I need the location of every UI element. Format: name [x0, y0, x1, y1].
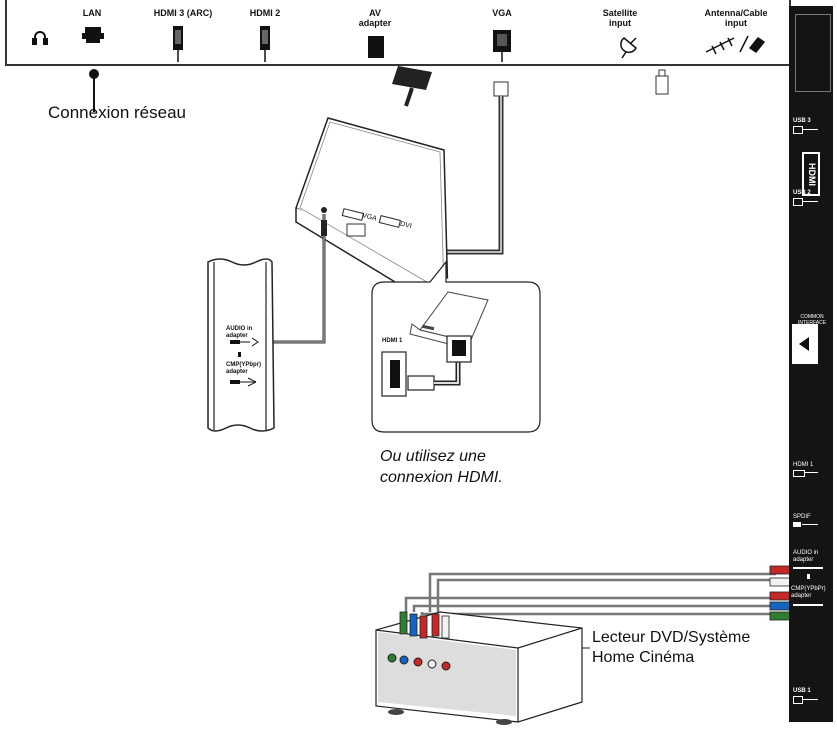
hdmi-port-icon	[260, 26, 270, 62]
usb2-label: USB 2	[793, 190, 811, 196]
antenna-plug	[655, 75, 669, 95]
laptop-audio-jack	[321, 207, 327, 213]
lan-label: LAN	[82, 8, 102, 18]
antenna-label-line1: Antenna/Cable	[704, 8, 768, 18]
hdmi-logo: HDMI	[802, 152, 820, 196]
laptop-dvi-port	[378, 215, 402, 228]
hdmi-inset	[371, 260, 541, 433]
common-interface-line2: INTERFACE	[797, 320, 827, 326]
component-cables	[404, 572, 776, 616]
av-port-icon	[368, 36, 384, 58]
av-label-line1: AV	[369, 8, 381, 18]
hdmi2-label: HDMI 2	[249, 8, 281, 18]
left-audio-label-line1: AUDIO in	[226, 326, 253, 332]
hdmi-note-line2: connexion HDMI.	[380, 469, 503, 486]
dvd-callout-line1: Lecteur DVD/Système	[592, 629, 751, 646]
laptop-vga-port	[341, 208, 365, 221]
dvd-rca-plugs	[399, 611, 450, 639]
common-interface-label: COMMON INTERFACE	[791, 314, 833, 326]
side-audio-label-line2: adapter	[793, 557, 814, 563]
hdmi-note: Ou utilisez une connexion HDMI.	[380, 446, 503, 488]
av-label-line2: adapter	[358, 18, 392, 28]
satellite-label-line1: Satellite	[602, 8, 638, 18]
hdmi1-label: HDMI 1	[793, 462, 814, 468]
side-panel-notice-box	[795, 14, 831, 92]
inset-hdmi-label: HDMI 1	[382, 338, 403, 344]
satellite-label-line2: input	[609, 18, 631, 28]
dvd-callout: Lecteur DVD/Système Home Cinéma	[592, 628, 750, 668]
vga-label: VGA	[492, 8, 512, 18]
left-cmp-label: CMP(YPbpr) adapter	[226, 362, 268, 376]
tv-top-connector-strip	[5, 0, 791, 66]
cmp-jack	[230, 377, 257, 387]
left-audio-label: AUDIO in adapter	[226, 326, 266, 340]
side-cmp-label-line1: CMP(YPbPr)	[791, 586, 826, 592]
lan-port-icon	[82, 27, 104, 43]
network-callout: Connexion réseau	[48, 103, 186, 122]
hdmi-logo-text: HDMI	[807, 162, 817, 186]
usb1-label: USB 1	[793, 688, 811, 694]
vga-plug	[493, 81, 509, 97]
usb-icon	[793, 696, 803, 704]
left-cmp-label-line2: adapter	[226, 369, 248, 375]
usb3-label: USB 3	[793, 118, 811, 124]
vga-connector-icon	[493, 30, 511, 62]
spdif-label: SPDIF	[793, 514, 811, 520]
side-audio-label: AUDIO in adapter	[793, 550, 818, 564]
dvd-callout-line2: Home Cinéma	[592, 649, 695, 666]
satellite-icon	[620, 37, 637, 59]
arrow-left-icon	[799, 337, 809, 351]
spdif-port-icon	[793, 522, 801, 527]
usb-icon	[793, 198, 803, 206]
hdmi-port-icon	[173, 26, 183, 62]
hdmi-port-icon	[793, 470, 805, 477]
left-panel	[207, 258, 275, 432]
scart-icon	[392, 66, 432, 107]
left-audio-label-line2: adapter	[226, 333, 248, 339]
side-cmp-label: CMP(YPbPr) adapter	[791, 586, 826, 600]
audio-jack-icon	[793, 567, 823, 569]
usb-icon	[793, 126, 803, 134]
antenna-label-line2: input	[725, 18, 747, 28]
side-audio-label-line1: AUDIO in	[793, 550, 819, 556]
common-interface-line1: COMMON	[800, 314, 824, 320]
audio-in-jack	[230, 337, 259, 347]
antenna-label: Antenna/Cable input	[696, 8, 776, 28]
headphone-icon	[32, 31, 48, 45]
common-interface-slot[interactable]	[792, 324, 818, 364]
cmp-jack-icon	[793, 604, 823, 606]
satellite-label: Satellite input	[595, 8, 645, 28]
av-label: AV adapter	[350, 8, 400, 28]
side-cmp-label-line2: adapter	[791, 593, 812, 599]
tv-side-panel: USB 3 HDMI USB 2 COMMON INTERFACE HDMI 1…	[789, 6, 833, 722]
hdmi-note-line1: Ou utilisez une	[380, 448, 486, 465]
antenna-icon	[705, 35, 766, 55]
hdmi3-label: HDMI 3 (ARC)	[153, 8, 213, 18]
left-cmp-label-line1: CMP(YPbpr)	[226, 362, 261, 368]
dvd-player	[375, 611, 583, 725]
